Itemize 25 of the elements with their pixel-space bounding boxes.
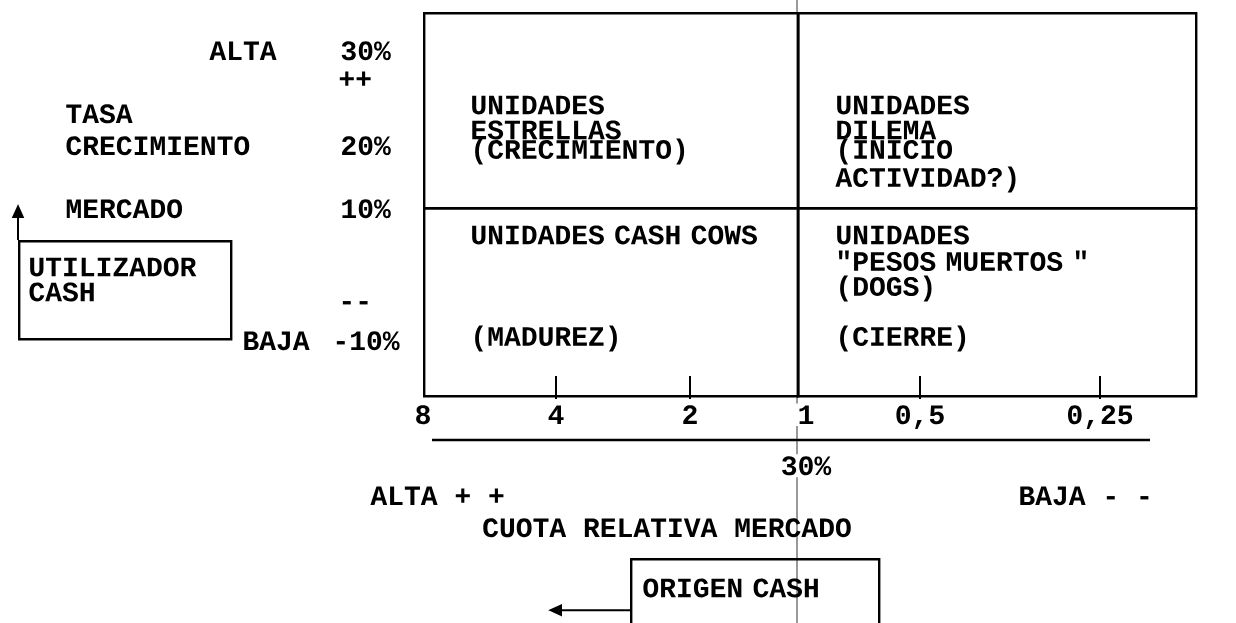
tick-label: 10%: [338, 197, 393, 221]
tick-label: 30%: [338, 39, 393, 63]
axis-label: BAJA - -: [1020, 486, 1149, 506]
tick-label: 0,5: [892, 403, 948, 431]
axis-title: CRECIMIENTO: [66, 136, 250, 156]
axis-label: ALTA: [209, 41, 277, 60]
axis-label: --: [342, 301, 368, 305]
quadrant-box: UNIDADES "PESOS MUERTOS " (DOGS) (CIERRE): [797, 207, 1198, 398]
axis-label: BAJA: [244, 331, 310, 351]
axis-label: ALTA + +: [370, 486, 504, 505]
tick-label: -10%: [330, 329, 402, 353]
quadrant-box: UNIDADES DILEMA (INICIO ACTIVIDAD?): [797, 12, 1198, 210]
cash-box: ORIGEN CASH: [630, 558, 881, 623]
axis-title: TASA: [66, 104, 133, 124]
tick-label: 20%: [338, 134, 393, 158]
tick-label: 1: [795, 403, 817, 426]
quadrant-box: UNIDADES ESTRELLAS (CRECIMIENTO): [423, 12, 800, 210]
tick-label: 0,25: [1064, 403, 1136, 431]
tick-label: 2: [679, 403, 701, 426]
quadrant-box: UNIDADES CASH COWS (MADUREZ): [423, 207, 800, 398]
tick-label: 30%: [778, 454, 834, 478]
tick-label: 4: [545, 403, 567, 426]
axis-label: ++: [339, 71, 371, 86]
cash-box: UTILIZADOR CASH: [18, 240, 233, 341]
tick-label: 8: [412, 403, 434, 427]
